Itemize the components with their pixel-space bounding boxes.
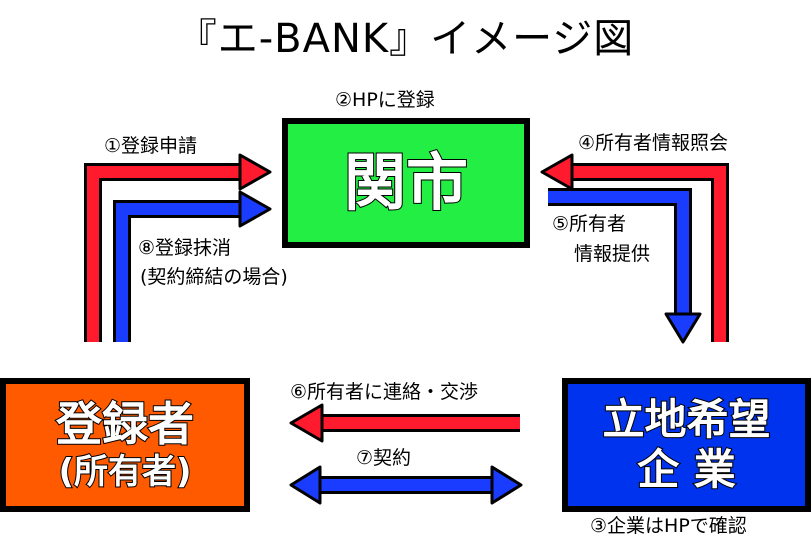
step-8-label-line2: (契約締結の場合) (140, 266, 288, 288)
company-box: 立地希望 企 業 (562, 378, 811, 512)
step-5-label-line1: ⑤所有者 (552, 213, 627, 235)
step-1-label: ①登録申請 (104, 135, 198, 157)
step-6-label: ⑥所有者に連絡・交渉 (290, 381, 479, 403)
arrow-registration-request (84, 153, 272, 342)
arrow-owner-info-provision (548, 188, 702, 344)
step-4-label: ④所有者情報照会 (578, 132, 729, 154)
diagram-title: 『エ-BANK』イメージ図 (176, 16, 635, 62)
arrow-deregistration (113, 190, 272, 342)
city-box: 関市 (282, 118, 530, 248)
owner-subtitle: (所有者) (57, 451, 192, 493)
owner-box: 登録者 (所有者) (0, 378, 250, 512)
step-2-label: ②HPに登録 (335, 89, 435, 111)
step-5-label-line2: 情報提供 (574, 243, 651, 265)
company-name-line1: 立地希望 (601, 394, 771, 445)
step-8-label-line1: ⑧登録抹消 (138, 237, 232, 259)
arrow-contact-owner (289, 403, 520, 443)
arrow-owner-info-inquiry (540, 153, 729, 342)
step-3-label: ③企業はHPで確認 (590, 515, 747, 537)
company-name-line2: 企 業 (636, 444, 737, 495)
owner-name: 登録者 (55, 396, 195, 452)
arrow-contract (289, 465, 523, 505)
city-name: 関市 (343, 146, 469, 219)
step-7-label: ⑦契約 (356, 447, 412, 469)
